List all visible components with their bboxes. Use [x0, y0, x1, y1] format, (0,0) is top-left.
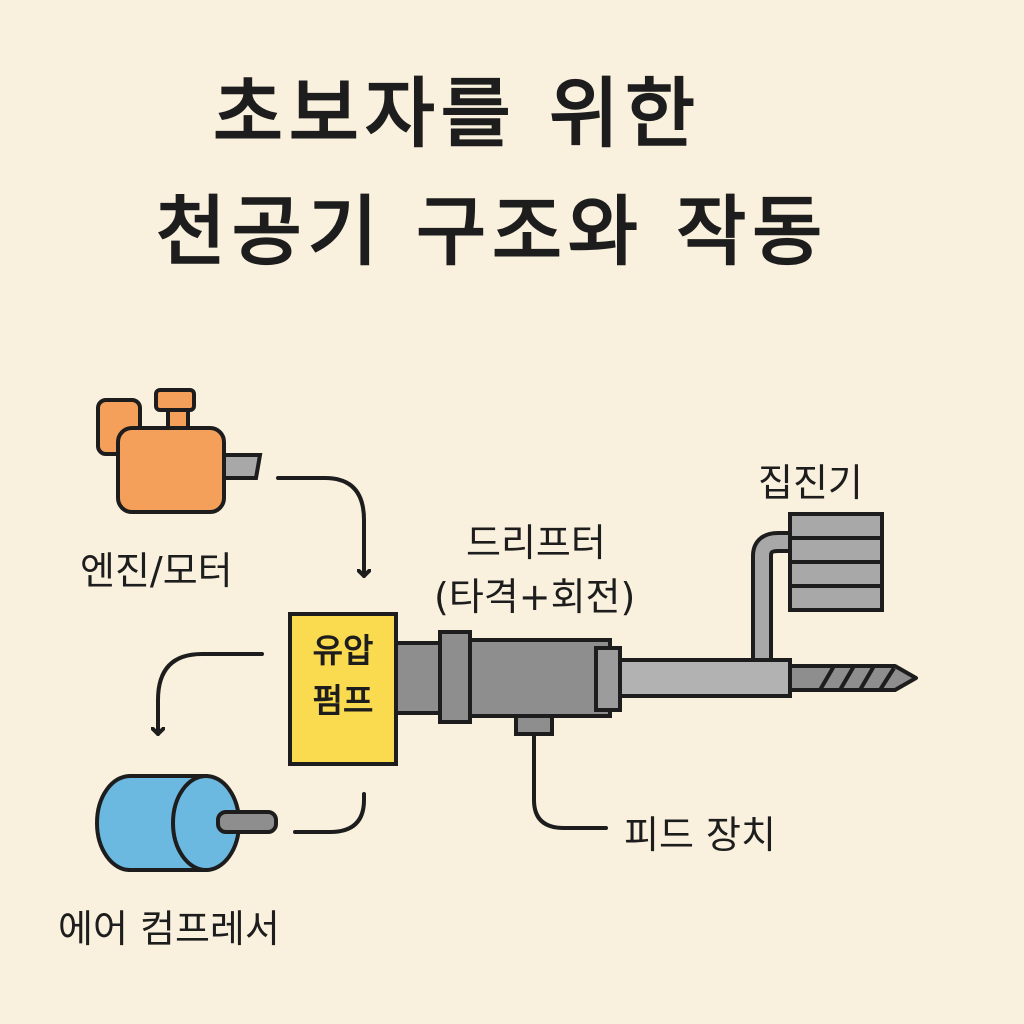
drifter-label-line-1: 드리프터 [466, 521, 606, 565]
hydraulic-pump-label: 유압 펌프 [290, 626, 396, 726]
feed-leader-line [532, 732, 608, 830]
drifter-icon [394, 630, 792, 736]
drill-bit-icon [788, 664, 918, 692]
title-line-1: 초보자를 위한 [213, 69, 701, 158]
feed-label: 피드 장치 [624, 813, 776, 857]
engine-icon [96, 388, 263, 514]
drifter-label-line-2: (타격+회전) [434, 575, 636, 619]
compressor-label: 에어 컴프레서 [58, 907, 280, 951]
pump-label-line-1: 유압 [312, 631, 374, 670]
flow-arrow-engine-to-pump [276, 476, 364, 578]
flow-arrow-pump-to-compressor [158, 652, 264, 736]
engine-label: 엔진/모터 [80, 549, 233, 593]
air-compressor-icon [95, 774, 278, 872]
flow-line-compressor-to-pump [293, 792, 366, 834]
title-line-2: 천공기 구조와 작동 [155, 187, 829, 276]
hydraulic-pump-icon [288, 612, 398, 766]
dust-collector-icon [751, 512, 884, 658]
pump-label-line-2: 펌프 [312, 681, 374, 720]
dust-collector-label: 집진기 [758, 461, 863, 505]
